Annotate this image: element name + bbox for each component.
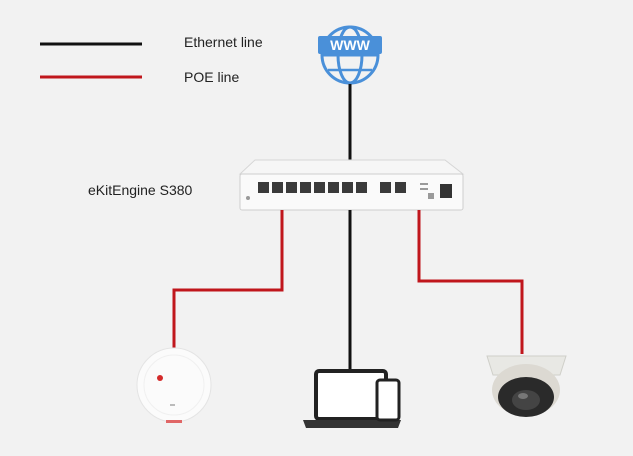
laptop-phone-icon (303, 369, 401, 428)
legend-ethernet-label: Ethernet line (184, 34, 263, 50)
camera-poe-line (417, 210, 524, 354)
globe-icon: WWW (318, 25, 382, 85)
dome-camera-icon (486, 355, 567, 417)
switch-ports (258, 182, 406, 193)
ap-poe-line (172, 210, 284, 352)
network-switch (238, 159, 465, 211)
wireless-access-point-icon (136, 347, 212, 423)
globe-www-text: WWW (330, 37, 370, 53)
legend-poe-label: POE line (184, 69, 240, 85)
switch-model-label: eKitEngine S380 (88, 182, 193, 198)
